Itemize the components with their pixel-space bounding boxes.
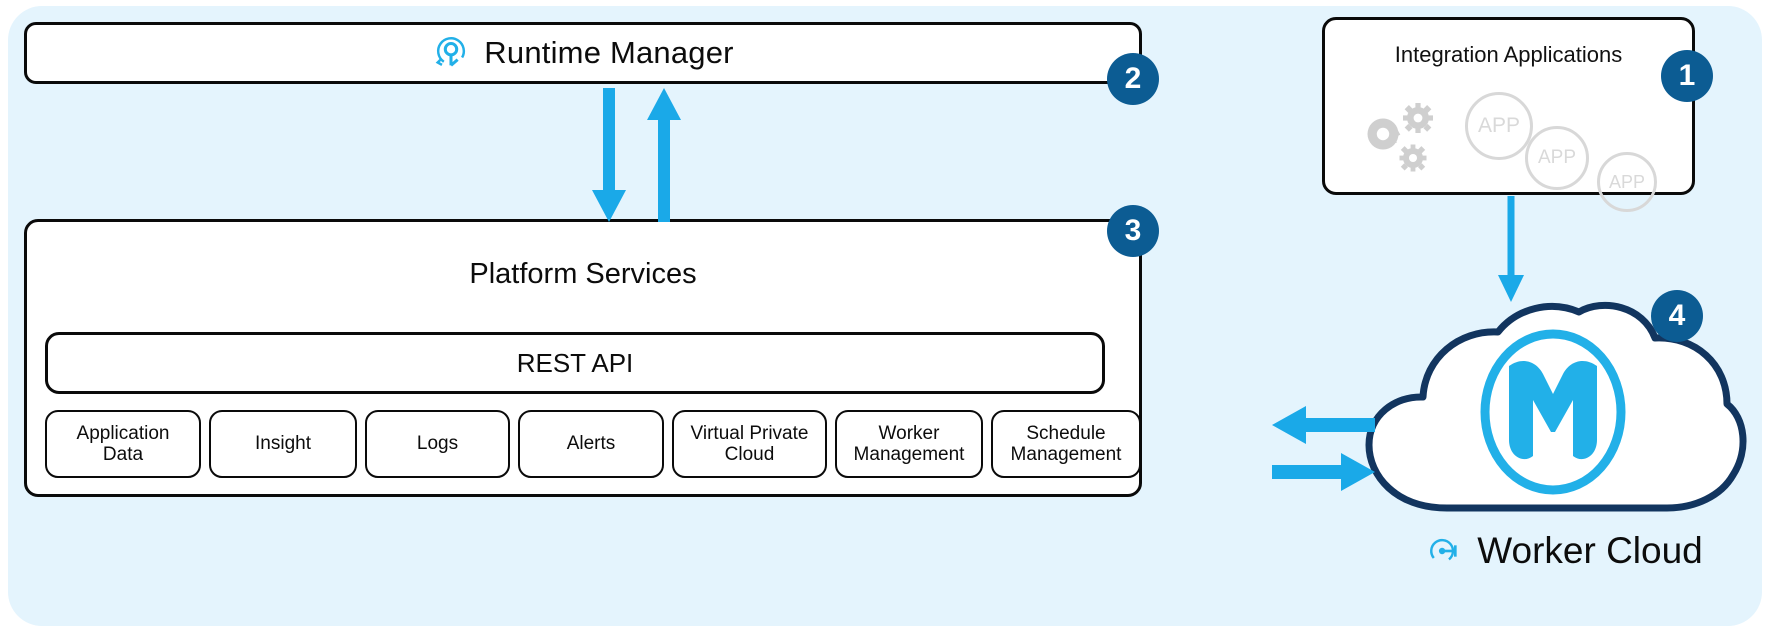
step-badge-2: 2	[1107, 53, 1159, 105]
app-bubble-label: APP	[1608, 171, 1646, 192]
platform-services-title: Platform Services	[469, 258, 697, 290]
app-bubble-label: APP	[1537, 147, 1577, 168]
service-pill-label: Logs	[416, 433, 459, 455]
step-badge-1: 1	[1661, 50, 1713, 102]
service-pill-label: Insight	[255, 433, 311, 455]
integration-applications-title: Integration Applications	[1394, 42, 1623, 67]
gears-icon	[1343, 98, 1453, 178]
service-pill-alerts[interactable]: Alerts	[518, 410, 664, 478]
runtime-manager-label: Runtime Manager	[484, 35, 734, 70]
runtime-manager-box[interactable]: Runtime Manager	[24, 22, 1142, 84]
app-bubble-label: APP	[1477, 114, 1521, 137]
step-badge-3: 3	[1107, 205, 1159, 257]
worker-cloud-shape[interactable]	[1355, 300, 1755, 515]
mulesoft-m-logo-icon	[1480, 329, 1626, 495]
rest-api-box[interactable]: REST API	[45, 332, 1105, 394]
integration-applications-box[interactable]: Integration Applications	[1322, 17, 1695, 212]
service-pill-logs[interactable]: Logs	[365, 410, 510, 478]
step-badge-4: 4	[1651, 290, 1703, 342]
service-pill-insight[interactable]: Insight	[209, 410, 357, 478]
app-bubble: APP	[1465, 92, 1533, 160]
worker-cloud-label-row: Worker Cloud	[1370, 525, 1760, 577]
app-bubble: APP	[1525, 126, 1589, 190]
service-pill-label: Alerts	[566, 433, 616, 455]
rest-api-label: REST API	[516, 347, 634, 378]
worker-cloud-logo-icon	[1427, 534, 1461, 568]
worker-cloud-label: Worker Cloud	[1477, 530, 1703, 571]
app-bubble: APP	[1597, 152, 1657, 212]
runtime-manager-logo-icon	[432, 34, 470, 72]
